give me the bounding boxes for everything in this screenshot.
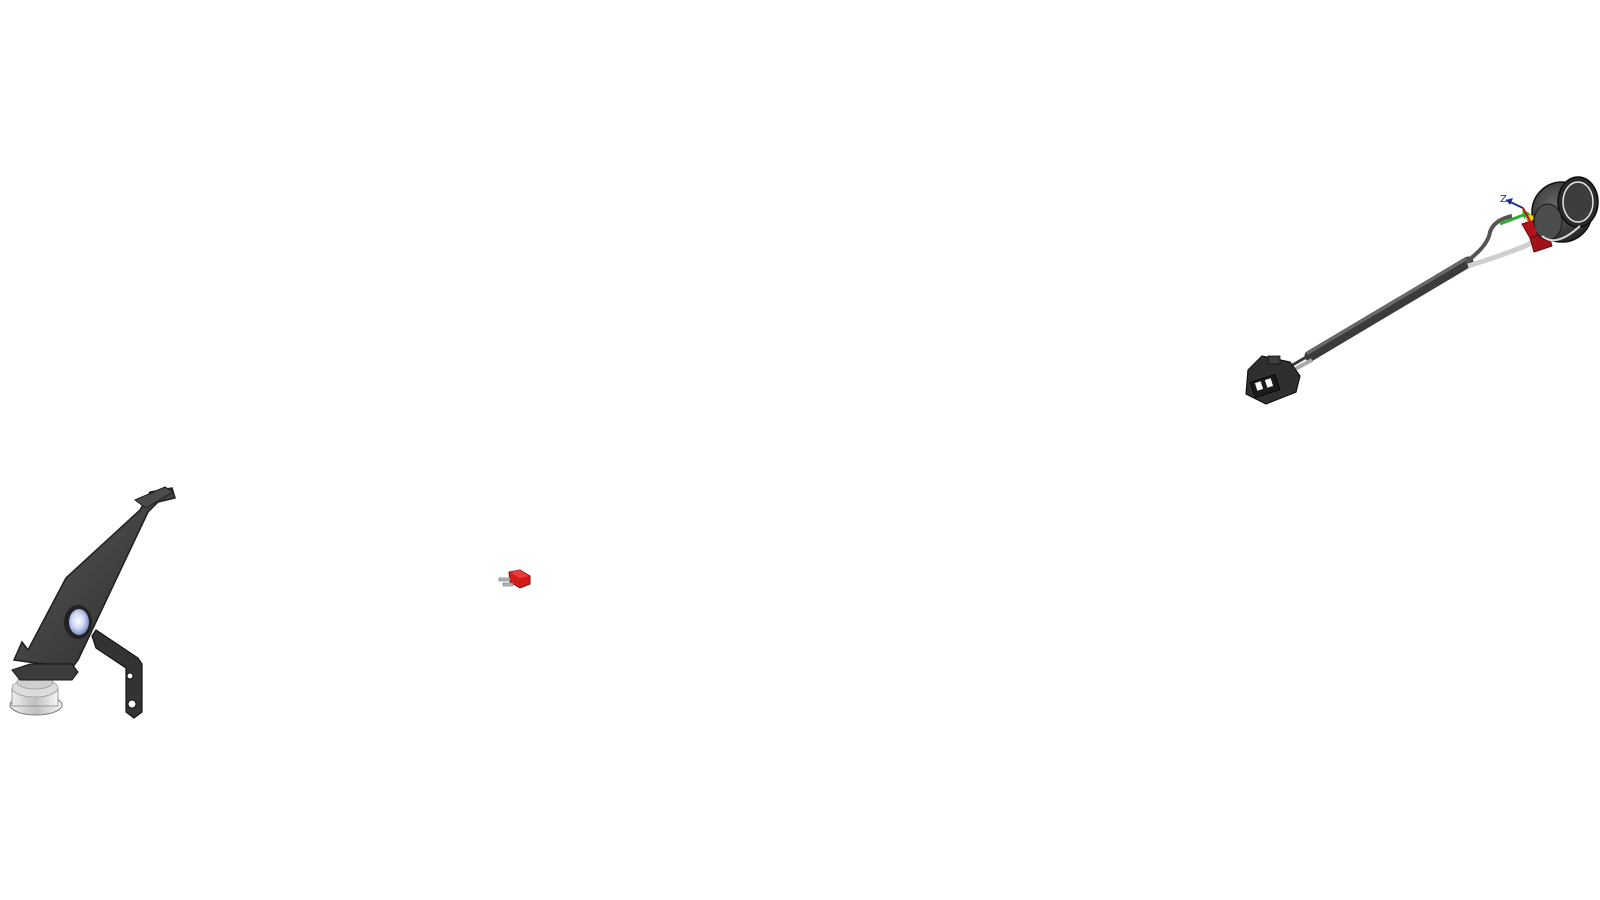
mounting-bracket-icon[interactable] [9, 486, 176, 719]
blade-fuse-icon[interactable] [498, 569, 531, 589]
coordinate-triad-icon: Z [1500, 194, 1537, 233]
gauge-harness-icon[interactable] [1245, 176, 1599, 405]
triad-z-label: Z [1500, 194, 1507, 205]
